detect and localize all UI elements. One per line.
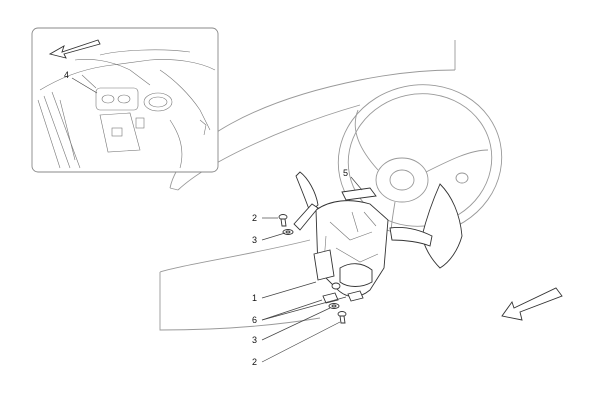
leader-line-6b (261, 296, 347, 321)
callout-label-4: 4 (64, 70, 69, 80)
support-bracket (293, 187, 389, 297)
leader-line-5 (350, 176, 363, 191)
callout-label-2-lower: 2 (252, 357, 257, 367)
switch-part-5 (341, 187, 377, 201)
leader-line-1 (261, 281, 317, 299)
callout-label-5: 5 (343, 168, 348, 178)
inset-detail: 4 (31, 27, 219, 173)
callout-label-3-upper: 3 (252, 235, 257, 245)
screw-upper (278, 214, 288, 227)
washer-upper (282, 229, 294, 235)
washer-lower (328, 303, 340, 309)
leader-line-6a (261, 299, 323, 321)
leader-lines (261, 176, 363, 363)
screw-lower (337, 311, 347, 324)
paddle-shifters (295, 171, 463, 269)
arrow-left-icon (48, 39, 101, 59)
arrow-down-left-icon (501, 287, 563, 321)
leader-line-4 (71, 77, 98, 94)
callout-label-3-lower: 3 (252, 335, 257, 345)
callout-label-1: 1 (252, 293, 257, 303)
switch-module (95, 87, 139, 111)
leader-line-2-lower (261, 321, 341, 363)
callout-label-2-upper: 2 (252, 213, 257, 223)
leader-line-3-lower (261, 307, 331, 341)
leader-line-3-upper (261, 232, 286, 241)
callout-label-6: 6 (252, 315, 257, 325)
inset-frame (31, 27, 219, 173)
console-drawing (37, 49, 216, 169)
